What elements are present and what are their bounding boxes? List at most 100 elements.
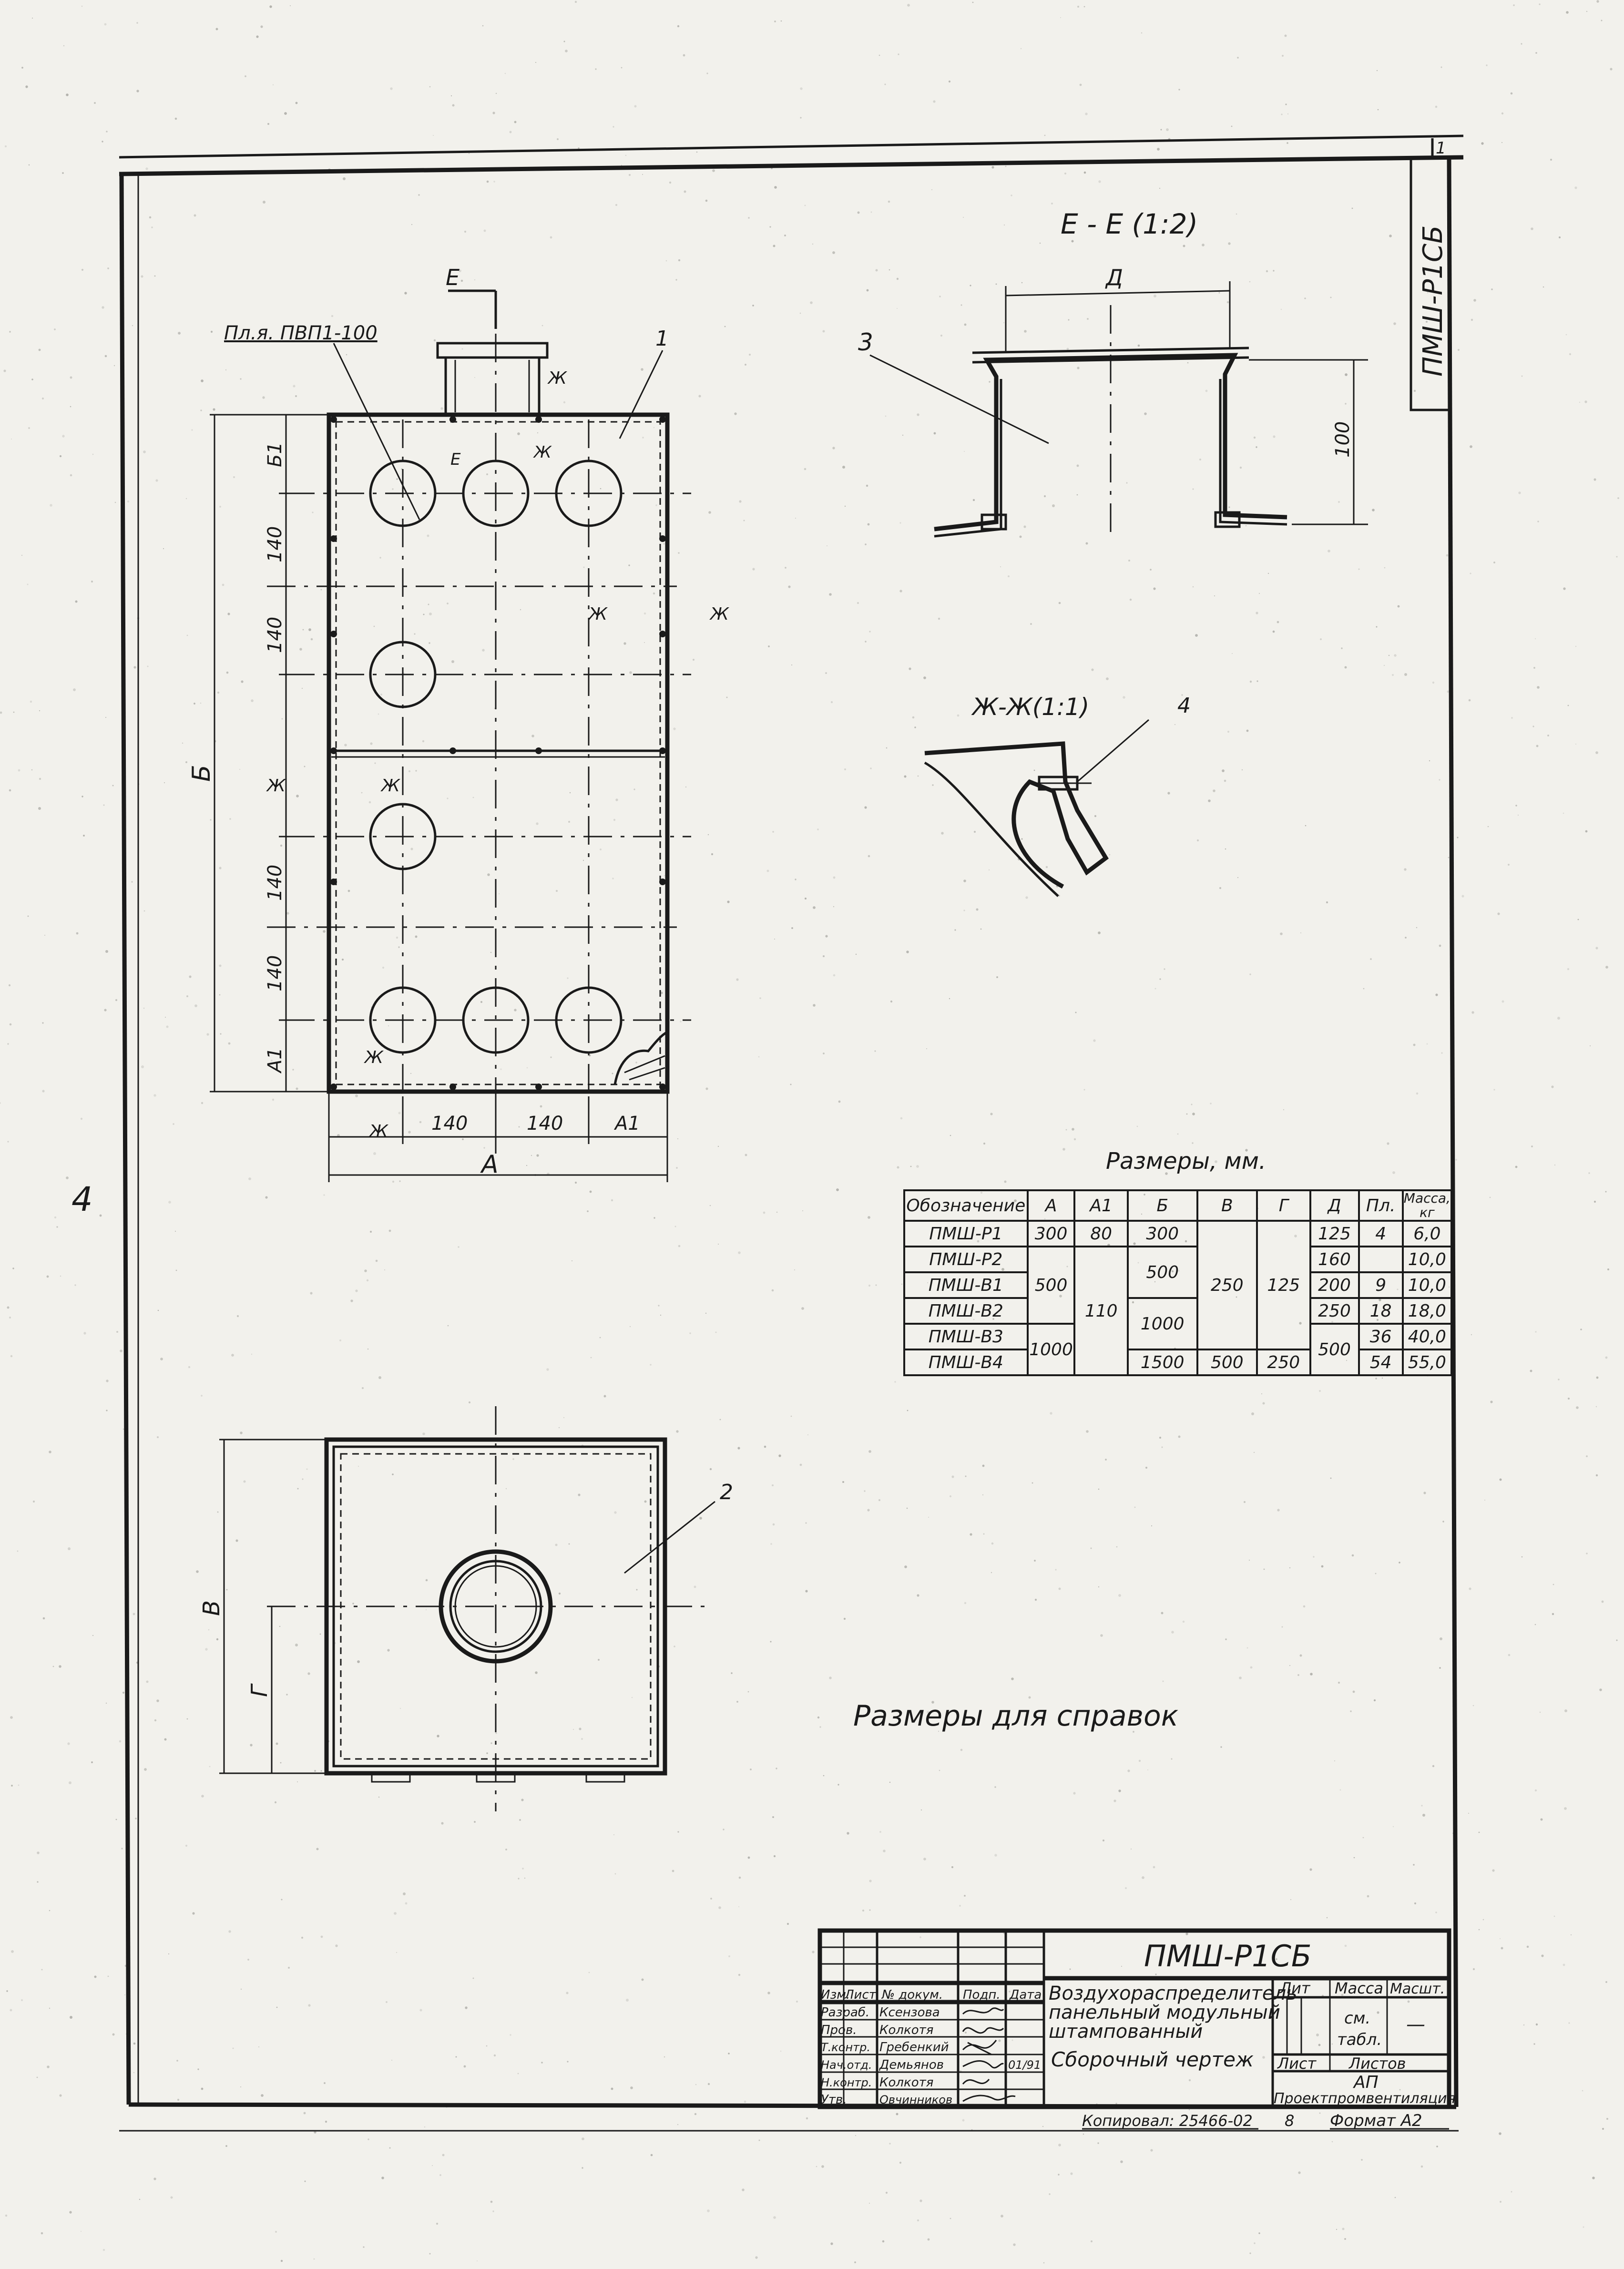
section-ee-title: Е - Е (1:2)	[1061, 208, 1198, 240]
role-3: Нач.отд.	[821, 2058, 872, 2072]
cell-d: 200	[1309, 1271, 1360, 1299]
vertical-code: ПМШ-Р1СБ	[1418, 225, 1449, 377]
table-row: ПМШ-В1 200 9 10,0	[903, 1271, 1453, 1299]
reference-note: Размеры для справок	[853, 1699, 1178, 1733]
col-h-izm: Изм.	[821, 1988, 850, 2002]
tb-designation: ПМШ-Р1СБ	[1144, 1939, 1311, 1973]
cell-d: 250	[1309, 1297, 1360, 1325]
h-d: Д	[1309, 1189, 1360, 1222]
cell-v-last: 500	[1196, 1349, 1258, 1376]
cell-a1: 80	[1073, 1220, 1129, 1247]
tb-org-1: АП	[1353, 2073, 1379, 2092]
section-zh-3: Ж	[588, 604, 608, 624]
copied-note: Копировал: 25466-02	[1082, 2112, 1253, 2130]
dim-a1-bottom: А1	[613, 1113, 640, 1134]
dim-g: Г	[246, 1683, 272, 1697]
h-a: А	[1026, 1189, 1076, 1222]
role-0: Разраб.	[821, 2005, 869, 2020]
section-zh-7: Ж	[364, 1048, 384, 1067]
role-2: Т.контр.	[821, 2041, 870, 2054]
cell-a: 300	[1026, 1220, 1076, 1247]
dim-140-d: 140	[264, 955, 286, 991]
rivets	[330, 416, 666, 1090]
table-row: ПМШ-Р2 500 110 500 160 10,0	[903, 1246, 1453, 1376]
h-mass: Масса, кг	[1401, 1189, 1453, 1222]
role-name-4: Колкотя	[879, 2075, 933, 2090]
cell-g: 125	[1267, 1275, 1300, 1295]
cell-pl: 18	[1358, 1297, 1404, 1325]
cell-b-last: 1500	[1126, 1349, 1198, 1376]
cell-b-r4-value: 1000	[1140, 1314, 1185, 1334]
cell-mass: 10,0	[1401, 1271, 1453, 1299]
table-row: ПМШ-В2 1000 250 18 18,0	[903, 1297, 1453, 1350]
tb-name-1: Воздухораспределитель	[1049, 1983, 1297, 2004]
cell-v-blank: 250	[1196, 1220, 1258, 1350]
callout-4: 4	[1177, 694, 1191, 718]
cell-pl: 36	[1358, 1323, 1404, 1350]
sheet-frame	[119, 134, 1464, 2132]
cell-pl	[1358, 1246, 1404, 1273]
section-zhzh-title: Ж-Ж(1:1)	[971, 693, 1089, 721]
dim-140-c: 140	[264, 865, 286, 901]
row-code: ПМШ-Р2	[903, 1246, 1029, 1273]
cell-mass: 40,0	[1401, 1323, 1453, 1350]
height-100: 100	[1332, 421, 1354, 458]
h-v: В	[1196, 1189, 1258, 1222]
dims-header-row: Обозначение А А1 Б В Г Д Пл. Масса, кг	[903, 1189, 1453, 1222]
section-e-inner: Е	[450, 450, 461, 469]
dim-140-h1: 140	[431, 1113, 468, 1134]
tb-lit-label: Лит	[1279, 1979, 1311, 1997]
tb-mass-label: Масса	[1335, 1979, 1383, 1997]
tb-sheet-label: Лист	[1277, 2054, 1317, 2073]
cell-g-last: 250	[1256, 1349, 1311, 1376]
dim-140-b: 140	[264, 617, 286, 653]
dim-140-h2: 140	[527, 1113, 563, 1134]
role-4: Н.контр.	[821, 2076, 872, 2089]
row-code: ПМШ-В3	[903, 1323, 1029, 1350]
cell-mass: 6,0	[1401, 1220, 1453, 1247]
cell-a-last-value: 1000	[1029, 1339, 1073, 1359]
dims-table-caption: Размеры, мм.	[1106, 1148, 1267, 1175]
cell-v: 250	[1210, 1275, 1244, 1295]
format-note: Формат А2	[1330, 2111, 1422, 2130]
dim-v: В	[198, 1600, 225, 1616]
callout-1: 1	[655, 327, 669, 351]
col-h-date: Дата	[1009, 1988, 1042, 2002]
dim-140-a: 140	[264, 526, 286, 562]
tb-name-2: панельный модульный	[1049, 2002, 1280, 2024]
h-a1: А1	[1073, 1189, 1129, 1222]
cell-pl: 4	[1358, 1220, 1404, 1247]
margin-note: 4	[71, 1180, 93, 1219]
cell-d: 160	[1309, 1246, 1360, 1273]
role-name-1: Колкотя	[879, 2023, 933, 2037]
code-box: ПМШ-Р1СБ 1	[1410, 139, 1450, 411]
h-b: Б	[1126, 1189, 1198, 1222]
pattern-label: Пл.я. ПВП1-100	[224, 322, 378, 344]
table-row: ПМШ-Р1 300 80 300 250 125 125 4 6,0	[903, 1220, 1453, 1350]
cell-b: 300	[1126, 1220, 1198, 1247]
cell-mass: 55,0	[1401, 1349, 1453, 1376]
col-h-sign: Подп.	[963, 1988, 1001, 2002]
cell-a-mid-value: 500	[1034, 1275, 1068, 1295]
bottom-view: В Г 2	[198, 1406, 733, 1811]
dim-a1-left: А1	[264, 1047, 286, 1074]
row-code: ПМШ-В1	[903, 1271, 1029, 1299]
cell-d-last: 500	[1309, 1323, 1360, 1376]
callout-2: 2	[720, 1480, 733, 1504]
col-h-doc: № докум.	[881, 1988, 943, 2002]
role-name-2: Гребенкий	[879, 2040, 949, 2054]
cell-d: 125	[1309, 1220, 1360, 1247]
dim-a: А	[480, 1150, 499, 1179]
section-zh-1: Ж	[547, 368, 568, 388]
cell-a-last: 1000	[1026, 1323, 1076, 1376]
row-code: ПМШ-Р1	[903, 1220, 1029, 1247]
h-pl: Пл.	[1358, 1189, 1404, 1222]
row-code: ПМШ-В4	[903, 1349, 1029, 1376]
h-designation: Обозначение	[903, 1189, 1029, 1222]
col-h-list: Лист	[844, 1988, 877, 2002]
cell-pl: 9	[1358, 1271, 1404, 1299]
tb-doc-type: Сборочный чертеж	[1051, 2048, 1254, 2071]
section-zh-2: Ж	[533, 443, 552, 462]
cell-mass: 18,0	[1401, 1297, 1453, 1325]
